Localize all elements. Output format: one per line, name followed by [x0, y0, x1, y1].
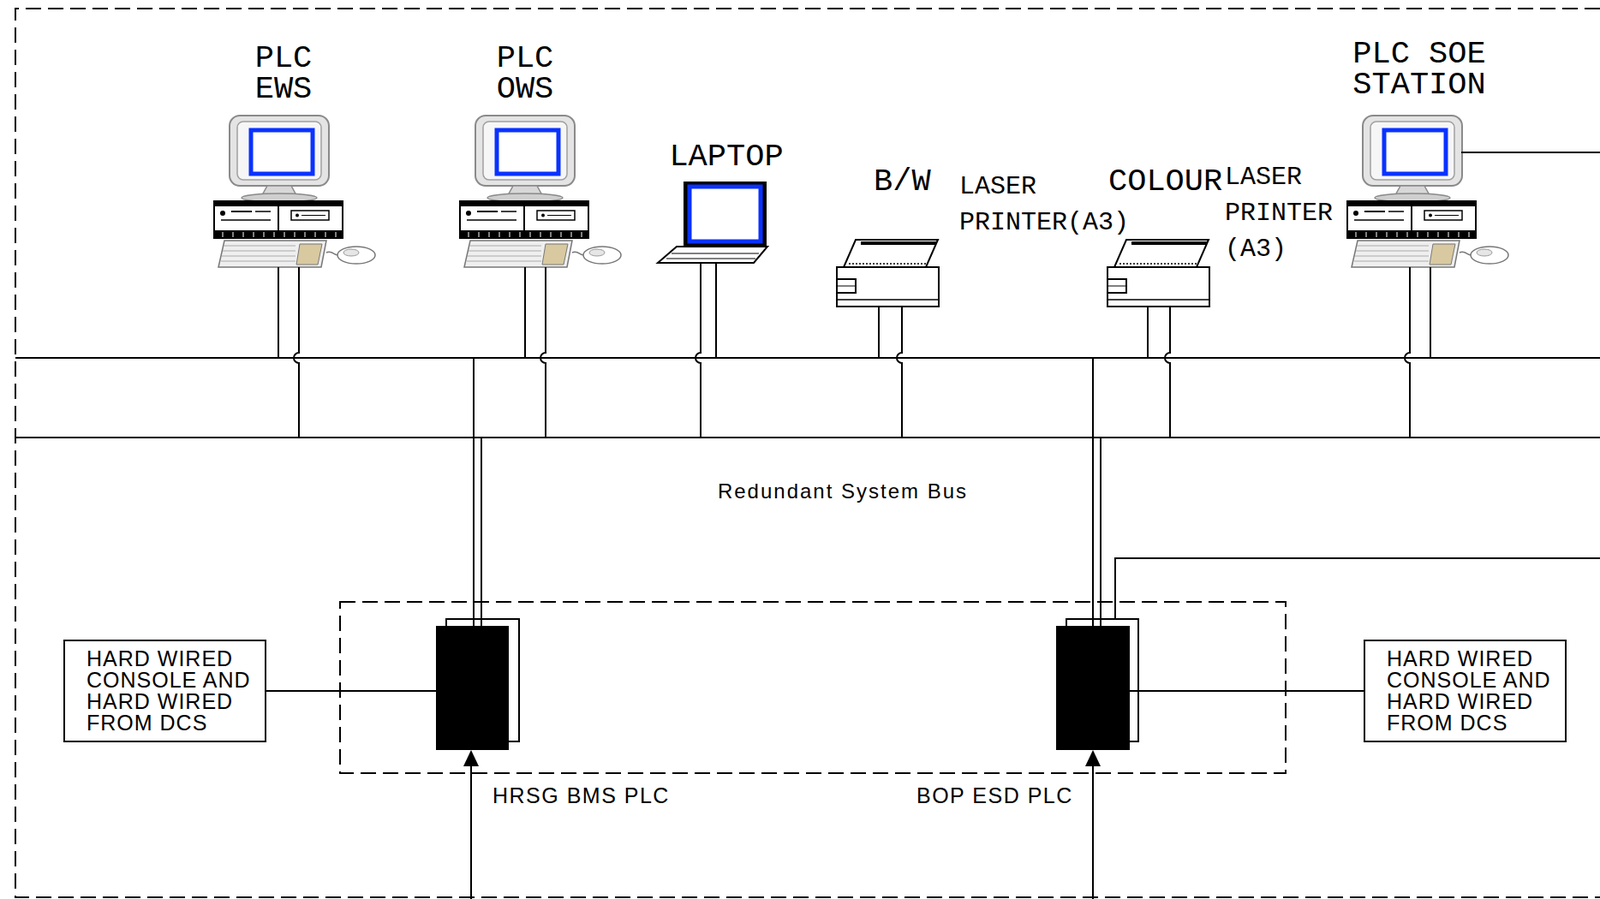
plc-panel-boundary	[340, 602, 1286, 774]
box-text: HARD WIRED CONSOLE AND HARD WIRED FROM D…	[86, 648, 260, 735]
bus-label: Redundant System Bus	[717, 479, 968, 504]
connector	[1129, 690, 1364, 693]
device-caption: LASER PRINTER (A3)	[1224, 159, 1345, 268]
box-text: HARD WIRED CONSOLE AND HARD WIRED FROM D…	[1386, 648, 1560, 735]
device-label: PLC EWS	[255, 42, 313, 105]
computer-icon	[1347, 115, 1509, 268]
laptop-icon	[657, 181, 768, 263]
hardwired-box: HARD WIRED CONSOLE AND HARD WIRED FROM D…	[63, 639, 267, 743]
arrow-head	[463, 750, 479, 767]
bus-line	[15, 357, 1600, 359]
device-label: COLOUR	[1108, 165, 1223, 198]
connector	[695, 262, 717, 438]
laptop: LAPTOP	[657, 137, 795, 263]
device-label: LAPTOP	[668, 140, 783, 174]
arrow-head	[1085, 750, 1101, 767]
connector	[473, 358, 482, 627]
workstation: PLC OWS	[443, 41, 607, 268]
hardwired-box: HARD WIRED CONSOLE AND HARD WIRED FROM D…	[1363, 639, 1567, 743]
computer-icon	[459, 115, 621, 268]
bus-lines	[15, 357, 1600, 443]
device-label: PLC OWS	[496, 42, 555, 105]
connector	[266, 690, 436, 693]
printer-icon	[1107, 239, 1210, 307]
printer: B/WLASER PRINTER(A3)	[836, 161, 1111, 306]
printer-icon	[836, 239, 939, 307]
device-label: B/W	[873, 165, 932, 198]
plc-label: HRSG BMS PLC	[492, 783, 670, 808]
plc-rack: BOP ESD PLC	[1056, 626, 1130, 751]
workstation: PLC EWS	[202, 41, 365, 268]
workstation: PLC SOE STATION	[1299, 38, 1540, 268]
plc-label: BOP ESD PLC	[916, 783, 1074, 808]
system-bus: Redundant System Bus	[15, 357, 1600, 512]
connector	[525, 267, 546, 438]
signal-wire	[471, 152, 1600, 899]
connector	[278, 267, 299, 438]
connector	[878, 305, 902, 438]
computer-icon	[214, 115, 376, 268]
connector	[1092, 358, 1101, 627]
plc-rack: HRSG BMS PLC	[435, 626, 509, 751]
connector	[1404, 267, 1431, 438]
connector	[1147, 305, 1171, 438]
printer: COLOURLASER PRINTER (A3)	[1107, 161, 1348, 306]
outer-boundary	[15, 8, 1600, 898]
device-label: PLC SOE STATION	[1299, 38, 1540, 101]
bus-line	[15, 436, 1600, 439]
